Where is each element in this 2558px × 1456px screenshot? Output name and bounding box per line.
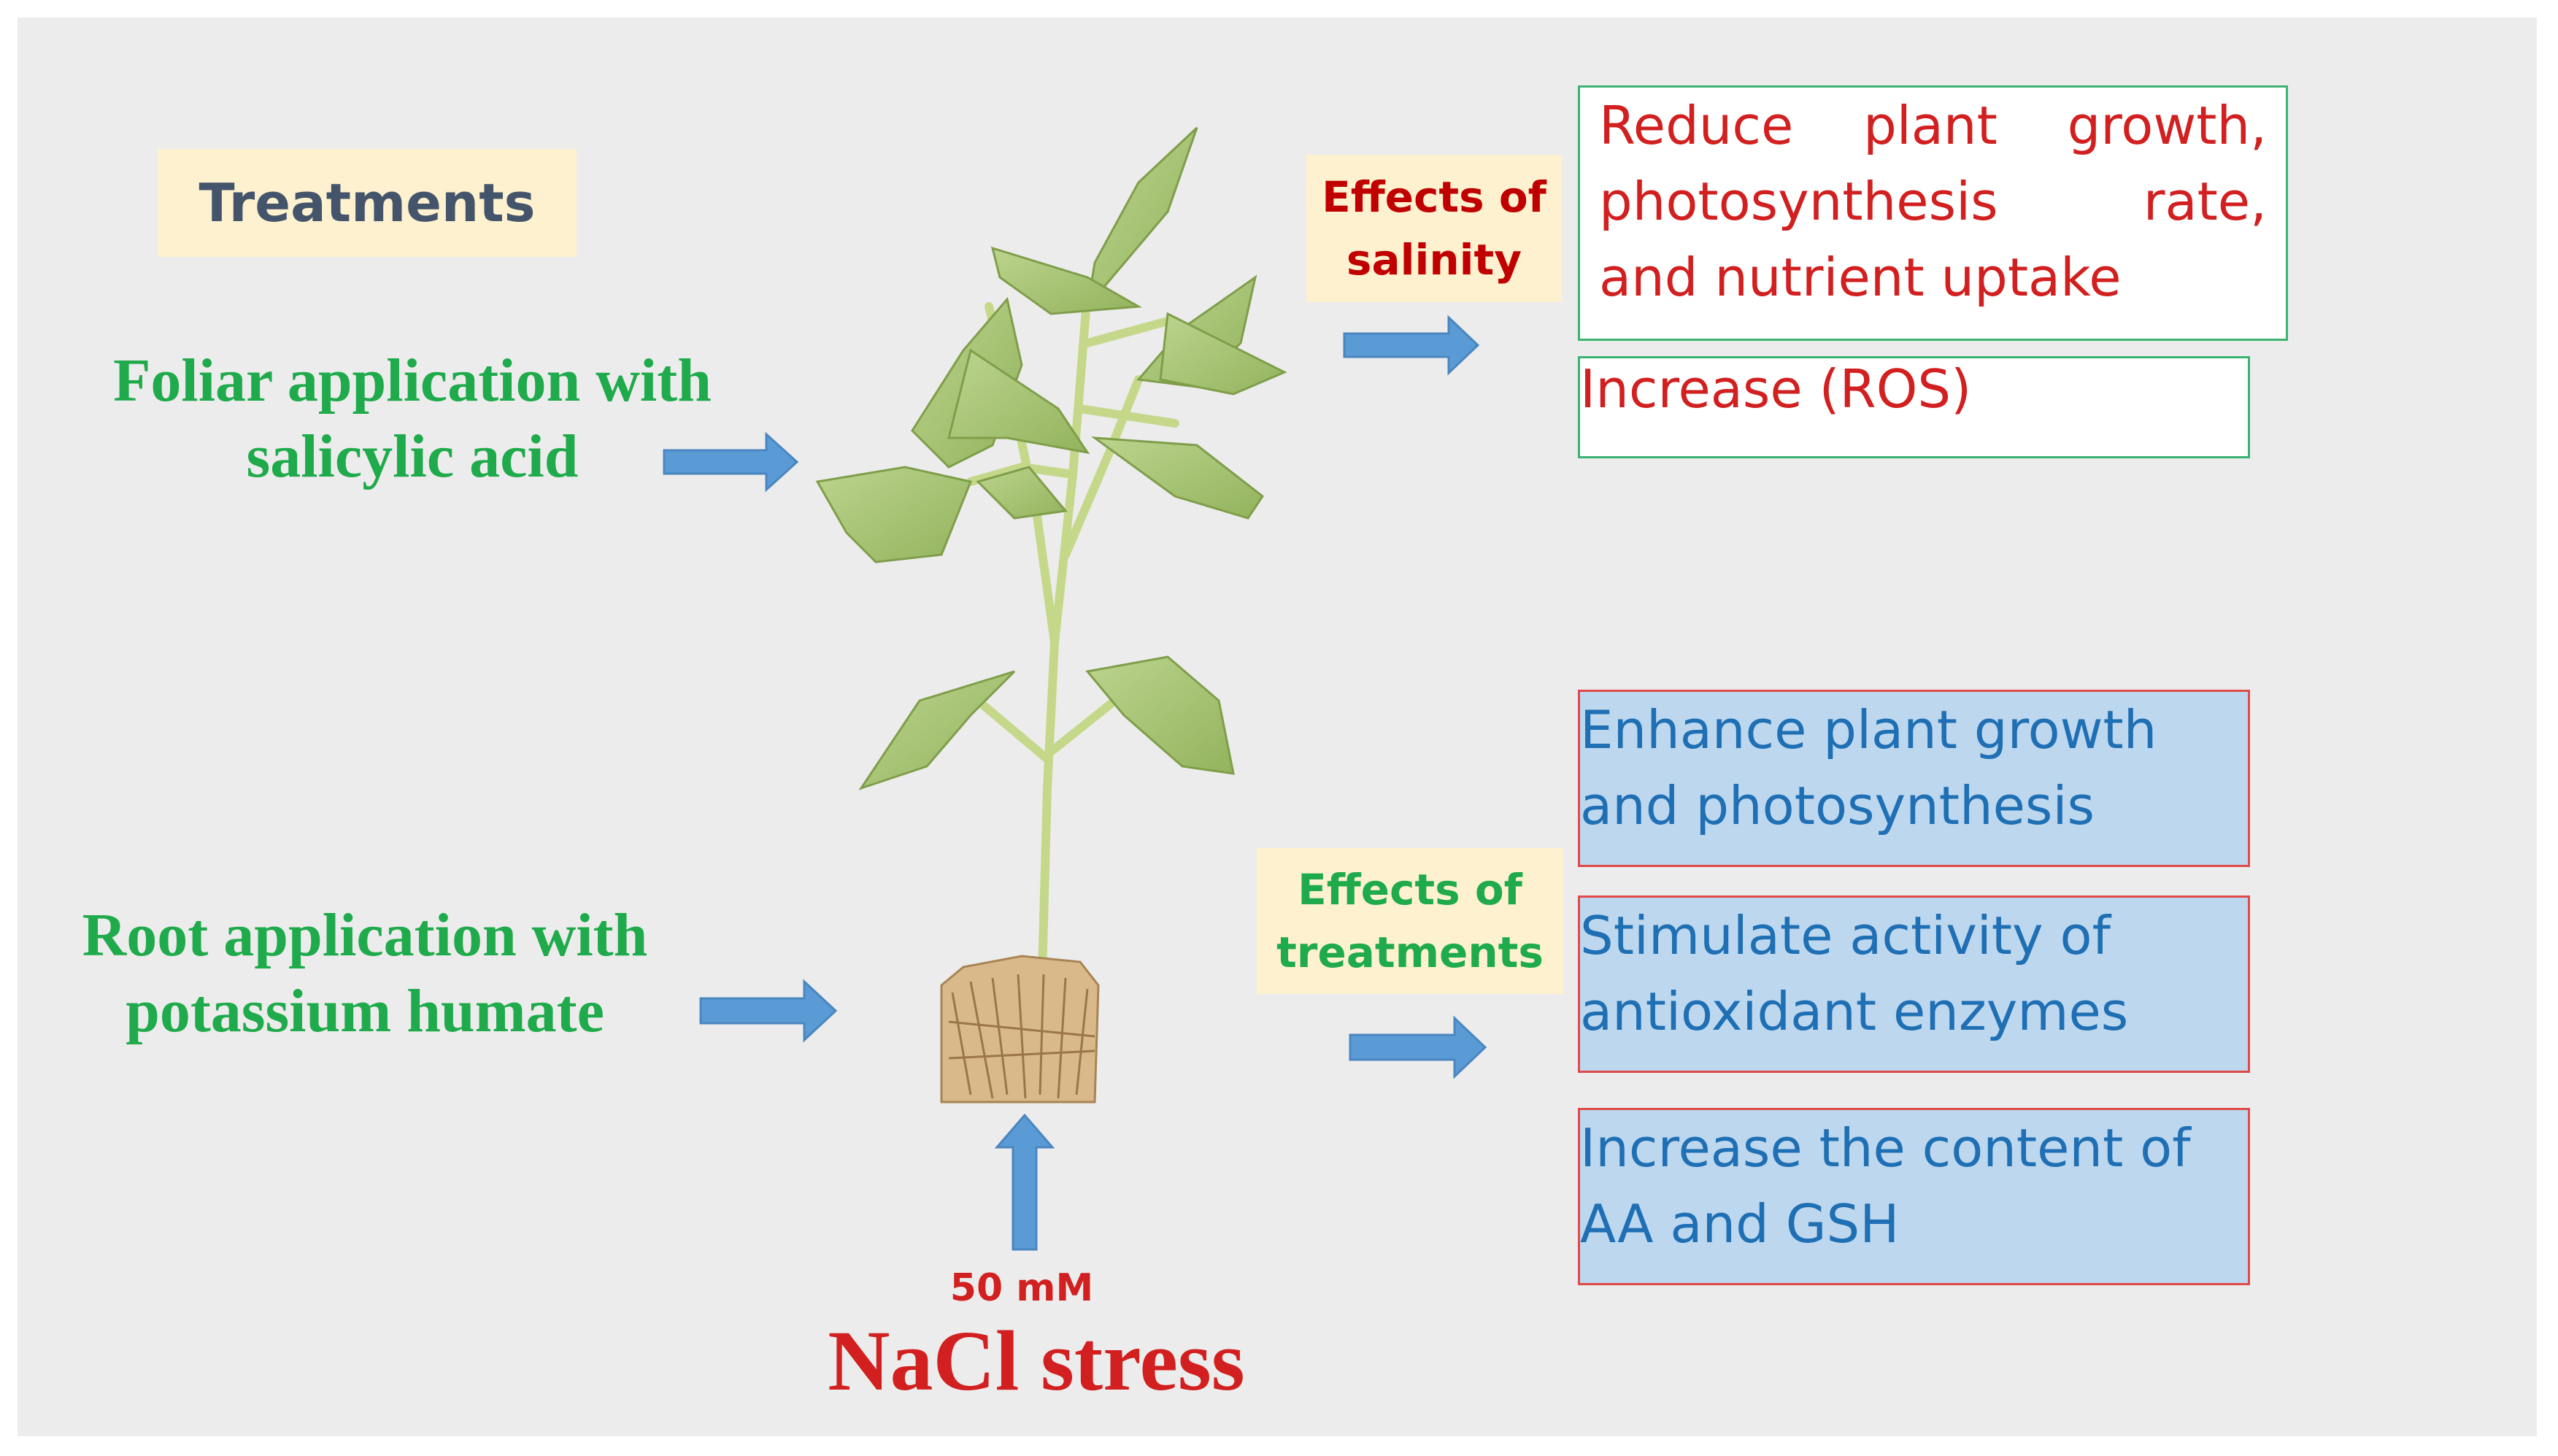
treatments-tag-line-1: Effects of bbox=[1298, 865, 1522, 914]
foliar-arrow bbox=[663, 431, 799, 493]
treatment-growth-line-2: and photosynthesis bbox=[1580, 775, 2095, 836]
salinity-effect-ros-box: Increase (ROS) bbox=[1578, 356, 2250, 458]
nacl-arrow bbox=[994, 1113, 1055, 1251]
treatment-enzymes-line-1: Stimulate activity of bbox=[1580, 905, 2111, 966]
salinity-effect-growth-box: Reduce plant growth, photosynthesis rate… bbox=[1578, 85, 2288, 341]
salinity-tag-line-1: Effects of bbox=[1322, 172, 1546, 222]
treatment-antioxidants-line-2: AA and GSH bbox=[1580, 1193, 1900, 1255]
treatments-tag-line-2: treatments bbox=[1276, 928, 1544, 977]
nacl-stress-label: NaCl stress bbox=[828, 1313, 1245, 1409]
foliar-line-1: Foliar application with bbox=[113, 347, 712, 415]
root-treatment-text: Root application with potassium humate bbox=[22, 898, 708, 1049]
root-line-2: potassium humate bbox=[126, 977, 604, 1045]
treatment-enzymes-line-2: antioxidant enzymes bbox=[1580, 981, 2129, 1042]
treatment-effect-enzymes-box: Stimulate activity of antioxidant enzyme… bbox=[1578, 895, 2250, 1073]
treatments-arrow bbox=[1349, 1015, 1487, 1079]
root-line-1: Root application with bbox=[82, 901, 648, 969]
treatment-effect-growth-box: Enhance plant growth and photosynthesis bbox=[1578, 690, 2250, 867]
foliar-treatment-text: Foliar application with salicylic acid bbox=[44, 343, 781, 495]
salinity-growth-line-3: and nutrient uptake bbox=[1599, 247, 2122, 308]
treatment-growth-line-1: Enhance plant growth bbox=[1580, 699, 2157, 760]
salinity-tag-line-2: salinity bbox=[1346, 235, 1522, 285]
root-ball bbox=[940, 955, 1100, 1103]
plant-illustration bbox=[815, 126, 1287, 1103]
salinity-growth-line-2: photosynthesis rate, bbox=[1599, 171, 2267, 232]
treatment-effects-tag: Effects of treatments bbox=[1257, 848, 1563, 994]
treatments-heading: Treatments bbox=[158, 149, 577, 257]
treatment-antioxidants-line-1: Increase the content of bbox=[1580, 1117, 2191, 1179]
salinity-growth-line-1: Reduce plant growth, bbox=[1599, 95, 2267, 156]
treatment-effect-antioxidants-box: Increase the content of AA and GSH bbox=[1578, 1108, 2250, 1285]
salinity-ros-text: Increase (ROS) bbox=[1580, 358, 1972, 420]
salinity-effects-tag: Effects of salinity bbox=[1306, 155, 1562, 302]
foliar-line-2: salicylic acid bbox=[246, 423, 579, 490]
treatments-heading-text: Treatments bbox=[199, 172, 536, 234]
root-arrow bbox=[699, 979, 838, 1043]
nacl-concentration: 50 mM bbox=[949, 1266, 1094, 1310]
salinity-arrow bbox=[1343, 315, 1480, 376]
